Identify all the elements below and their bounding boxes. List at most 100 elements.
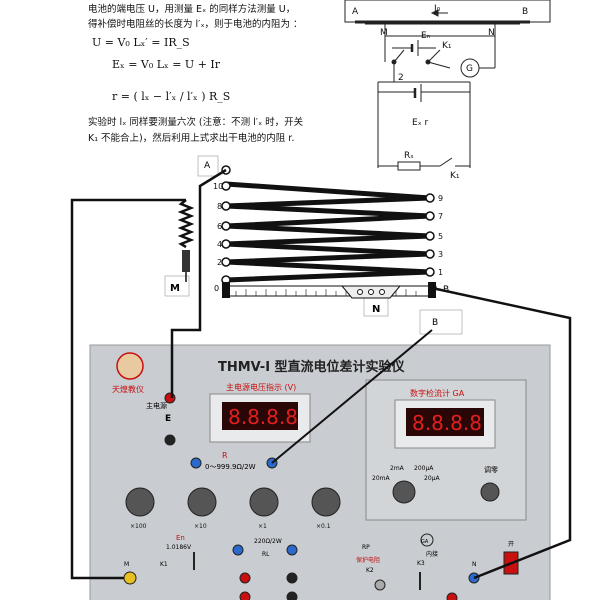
circuit-label-en: Eₙ (421, 31, 431, 41)
knob-label-10: ×10 (194, 523, 207, 530)
circuit-label-ex-r: Eₓ r (412, 118, 429, 128)
knob-label-0-1: ×0.1 (316, 523, 331, 530)
equation-1: U = V₀ Lₓ′ = IR_S (92, 36, 190, 49)
galvanometer-label: 数字检流计 GA (410, 388, 465, 398)
slide-wire-board: A M N B B 0 (164, 155, 463, 335)
circuit-frame-top (344, 0, 551, 23)
slide-label-a: A (204, 161, 211, 171)
res-label: 220Ω/2W (254, 538, 282, 545)
connection-wires (70, 168, 572, 580)
black-terminal-1[interactable] (286, 572, 298, 584)
decade-knob-10[interactable] (187, 487, 217, 517)
note-line-1: 实验时 lₓ 同样要测量六次 (注意：不测 l′ₓ 时，开关 (88, 117, 304, 128)
callout-label-b: B (432, 318, 438, 328)
e-label: E (165, 414, 171, 424)
voltmeter-label: 主电源电压指示 (V) (226, 382, 296, 392)
circuit-label-b: B (522, 7, 528, 17)
ga-symbol: GA (421, 539, 429, 545)
k1-label: K1 (160, 561, 168, 568)
text-line-1: 电池的端电压 U，用测量 Eₓ 的同样方法测量 U， (88, 4, 296, 15)
slide-number-8: 8 (217, 202, 222, 211)
circuit-label-a: A (352, 7, 359, 17)
slide-number-5: 5 (438, 232, 443, 241)
decade-knob-100[interactable] (125, 487, 155, 517)
slide-number-10: 10 (213, 182, 223, 191)
k2-label: K2 (366, 567, 374, 574)
r-range: 0～999.9Ω/2W (205, 463, 256, 471)
protect-button[interactable] (374, 579, 386, 591)
r-terminal-left[interactable] (190, 457, 202, 469)
rl-label: RL (262, 551, 270, 558)
slide-number-0: 0 (214, 284, 219, 293)
voltmeter-digits: 8.8.8.8 (228, 405, 298, 429)
knob-label-1: ×1 (258, 523, 267, 530)
slide-number-3: 3 (438, 250, 443, 259)
circuit-label-n: N (488, 28, 495, 38)
protect-label: 保护电阻 (356, 556, 380, 564)
zero-label: 调零 (484, 465, 498, 474)
text-line-2: 得补偿时电阻丝的长度为 l′ₓ，则于电池的内阻为 ： (88, 19, 303, 30)
circuit-label-2: 2 (398, 73, 404, 83)
n-terminal-label: N (472, 561, 477, 568)
wire-callout-b-to-r (271, 329, 433, 464)
equation-2: Eₓ = V₀ Lₓ = U + Ir (112, 58, 221, 71)
slide-number-4: 4 (217, 240, 222, 249)
circuit-label-g: G (466, 64, 473, 74)
wire-b-to-n (431, 286, 572, 580)
m-terminal[interactable] (123, 571, 137, 585)
panel-title: THMV-I 型直流电位差计实验仪 (218, 359, 406, 375)
black-terminal-2[interactable] (286, 591, 298, 600)
m-terminal-label: M (124, 561, 129, 568)
r-label: R (222, 451, 228, 460)
galvanometer-digits: 8.8.8.8 (412, 411, 482, 435)
equation-3: r = ( lₓ − l′ₓ / l′ₓ ) R_S (112, 90, 231, 103)
slide-number-7: 7 (438, 212, 443, 221)
red-terminal-1[interactable] (239, 572, 251, 584)
probe-m[interactable] (182, 250, 190, 272)
wire-m-probe (70, 198, 186, 580)
note-line-2: K₁ 不能合上)，然后利用上式求出干电池的内阻 r. (88, 133, 295, 144)
logo-emblem (116, 352, 144, 380)
en-value: 1.0186V (166, 544, 192, 551)
decade-knob-0-1[interactable] (311, 487, 341, 517)
range-selector-knob[interactable] (392, 480, 416, 504)
range-label-200ua: 200μA (414, 465, 434, 472)
range-label-2ma: 2mA (390, 465, 405, 472)
galvanometer-display (406, 408, 484, 436)
e-positive-terminal[interactable] (164, 392, 176, 404)
instrument-panel: 天煌教仪 THMV-I 型直流电位差计实验仪 主电源电压指示 (V) 8.8.8… (89, 344, 551, 600)
zero-adjust-knob[interactable] (480, 482, 500, 502)
inner-label: 内接 (426, 550, 438, 558)
range-label-20ma: 20mA (372, 475, 390, 482)
red-terminal-3[interactable] (446, 592, 458, 600)
slide-number-6: 6 (217, 222, 222, 231)
rp-label: RP (362, 544, 370, 551)
probe-spring (177, 199, 195, 249)
en-label: En (176, 534, 185, 542)
slide-number-2: 2 (217, 258, 222, 267)
rl-terminal-right[interactable] (286, 544, 298, 556)
circuit-diagram (344, 0, 551, 171)
slide-label-n: N (372, 304, 380, 315)
knob-label-100: ×100 (130, 523, 147, 530)
circuit-label-m: M (380, 28, 388, 38)
voltmeter-display (222, 402, 298, 430)
rl-terminal-left[interactable] (232, 544, 244, 556)
power-label: 开 (508, 541, 514, 548)
wire-a-to-e (170, 168, 227, 398)
slide-label-m: M (170, 283, 180, 294)
red-terminal-2[interactable] (239, 591, 251, 600)
e-negative-terminal[interactable] (164, 434, 176, 446)
circuit-label-k1: K₁ (442, 41, 452, 51)
logo-text: 天煌教仪 (112, 384, 144, 394)
main-power-label: 主电源 (146, 401, 167, 410)
circuit-label-rs: Rₛ (404, 151, 414, 161)
slide-number-9: 9 (438, 194, 443, 203)
circuit-label-k1-bottom: K₁ (450, 171, 460, 181)
circuit-label-i0: I₀ (434, 4, 441, 14)
range-label-20ua: 20μA (424, 475, 440, 482)
slide-number-1: 1 (438, 268, 443, 277)
decade-knob-1[interactable] (249, 487, 279, 517)
k3-label: K3 (417, 560, 425, 567)
